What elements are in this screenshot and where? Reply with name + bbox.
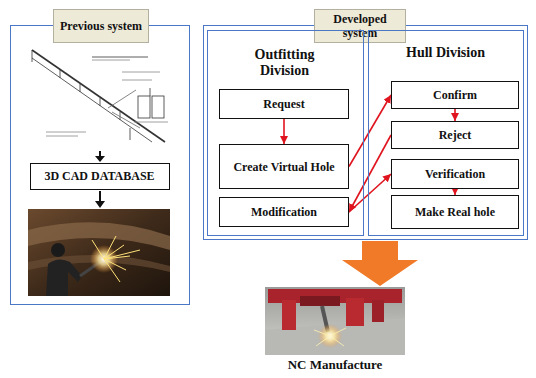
node-text: Make Real hole — [415, 205, 495, 219]
flow-connector — [349, 95, 391, 167]
flow-connector — [454, 109, 456, 121]
node-text: Request — [263, 97, 304, 111]
flow-connector — [349, 135, 391, 212]
cad-drawing — [32, 50, 168, 142]
process-box: Make Real hole — [391, 195, 519, 229]
database-box: 3D CAD DATABASE — [30, 163, 170, 190]
flow-connector — [283, 119, 285, 144]
flow-connector — [349, 174, 391, 212]
welding-photo — [28, 209, 170, 296]
node-text: Confirm — [433, 88, 477, 102]
division-heading: Outfitting Division — [230, 47, 340, 79]
process-box: Reject — [391, 121, 519, 149]
process-box: Verification — [391, 159, 519, 189]
caption: NC Manufacture — [235, 357, 435, 372]
division-heading: Hull Division — [406, 45, 486, 61]
division-panel: Outfitting DivisionRequestCreate Virtual… — [207, 30, 364, 236]
node-text: Developed system — [319, 12, 401, 40]
system-panel: Previous system3D CAD DATABASE — [10, 25, 190, 305]
transition-arrow — [342, 241, 418, 286]
node-text: Create Virtual Hole — [233, 160, 334, 174]
system-panel: Developed systemOutfitting DivisionReque… — [203, 25, 528, 240]
nc-photo — [265, 287, 405, 355]
node-text: Outfitting Division — [230, 47, 340, 79]
process-box: Confirm — [391, 81, 519, 109]
process-box: Modification — [219, 197, 349, 227]
heading-tab: Previous system — [53, 9, 149, 43]
heading-tab: Developed system — [314, 9, 406, 43]
process-box: Create Virtual Hole — [219, 144, 349, 189]
node-text: Modification — [251, 205, 317, 219]
node-text: Verification — [425, 167, 485, 181]
node-text: Reject — [439, 128, 472, 142]
process-box: Request — [219, 89, 349, 119]
node-text: 3D CAD DATABASE — [44, 169, 154, 183]
node-text: Previous system — [60, 19, 142, 33]
node-text: Hull Division — [406, 45, 486, 61]
division-panel: Hull DivisionConfirmRejectVerificationMa… — [368, 30, 524, 236]
